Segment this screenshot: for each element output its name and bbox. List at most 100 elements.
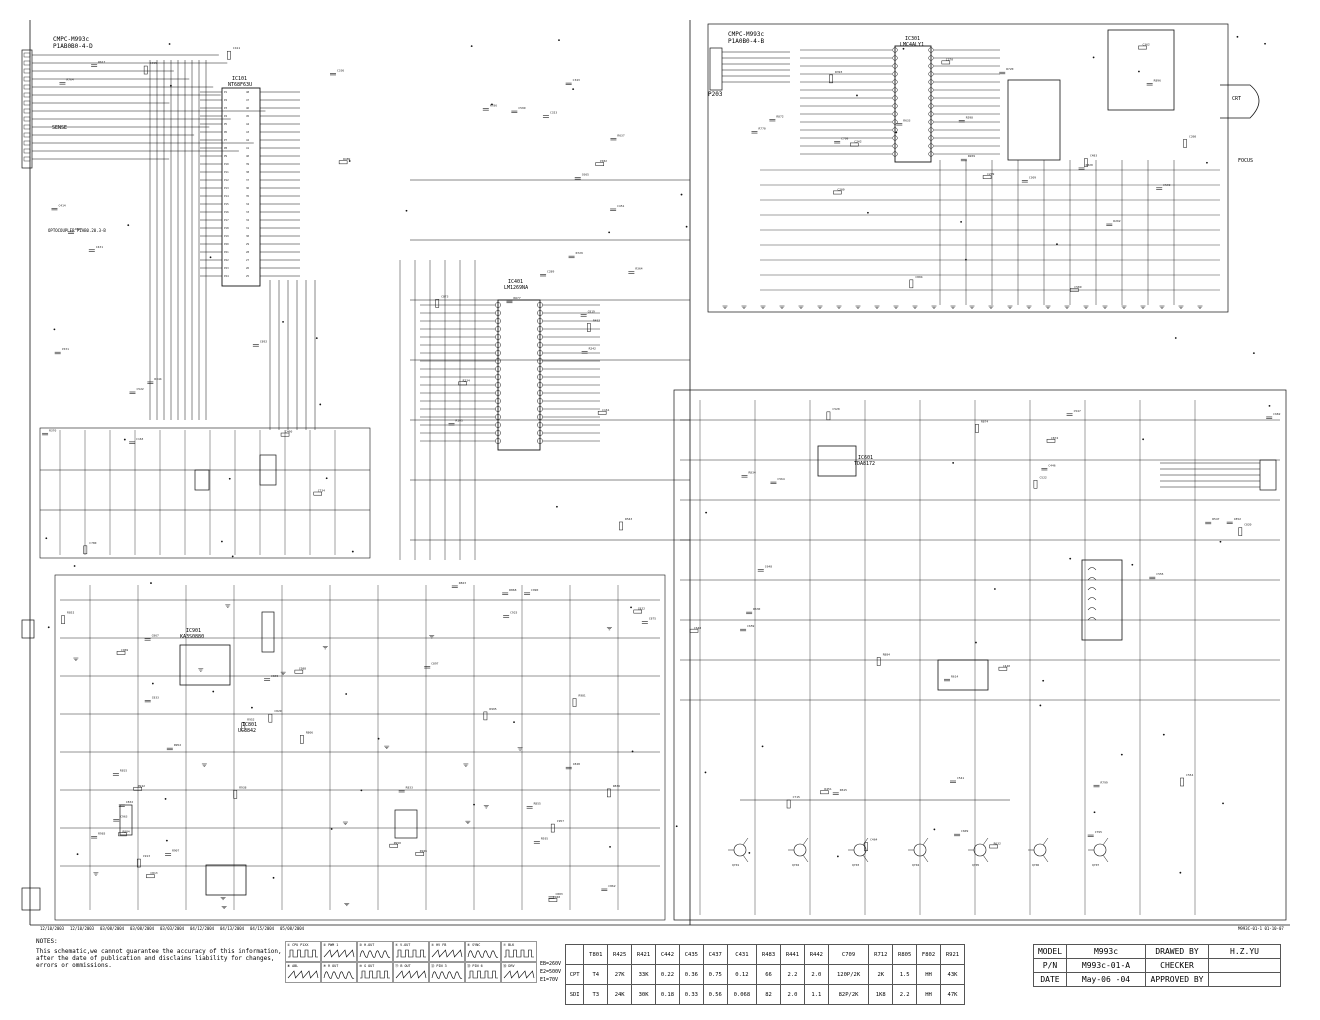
table-header-cell xyxy=(564,944,585,965)
component-label: C464 xyxy=(870,838,877,842)
junction-dot xyxy=(348,160,351,162)
junction-dot xyxy=(558,39,560,42)
notes-block: NOTES: This schematic,we cannot guarante… xyxy=(36,938,282,969)
junction-dot xyxy=(748,852,751,854)
resistor-symbol xyxy=(909,279,914,289)
component-label: C923 xyxy=(510,611,517,615)
resistor-symbol xyxy=(982,175,992,179)
junction-dot xyxy=(933,828,936,831)
component-label: Q705 xyxy=(972,863,979,867)
sense-label: SENSE xyxy=(52,125,68,131)
component-label: R633 xyxy=(903,118,910,122)
junction-dot xyxy=(556,505,558,508)
pin-label: 29 xyxy=(246,242,250,246)
pin-label: P2 xyxy=(224,98,228,102)
resistor-symbol xyxy=(826,411,831,421)
transistor-symbol xyxy=(973,843,987,857)
component-label: R942 xyxy=(138,784,145,788)
voltage-level-e2: E2=500V xyxy=(540,969,562,975)
date-label: DATE xyxy=(1033,972,1067,987)
transistor-symbol xyxy=(733,843,747,857)
component-label: R393 xyxy=(835,70,842,74)
resistor-symbol xyxy=(864,842,868,851)
connector-pin xyxy=(23,76,31,82)
component-label: C990 xyxy=(531,588,538,592)
junction-dot xyxy=(1219,540,1222,543)
component-label: C828 xyxy=(573,762,580,766)
junction-dot xyxy=(209,256,212,259)
pin-circle xyxy=(892,47,898,53)
ic-video-amp xyxy=(1007,79,1061,161)
ic-proc-ref: IC301 xyxy=(905,36,921,42)
table-cell: 47K xyxy=(940,984,965,1005)
pin-label: 48 xyxy=(246,90,250,94)
wire xyxy=(982,854,989,863)
approved-value xyxy=(1208,972,1281,987)
component-label: C323 xyxy=(550,111,557,115)
resistor-symbol xyxy=(786,799,791,809)
component-label: Q701 xyxy=(732,863,739,867)
component-label: R836 xyxy=(613,784,620,788)
resistor-symbol xyxy=(1180,777,1184,787)
resistor-symbol xyxy=(1070,288,1079,292)
transistor-symbol xyxy=(793,843,807,857)
table-header-cell: C442 xyxy=(655,944,680,965)
pin-circle xyxy=(928,135,934,141)
junction-dot xyxy=(165,839,168,842)
line-filter xyxy=(119,804,133,836)
pin-label: P6 xyxy=(224,130,228,134)
pin-circle xyxy=(892,119,898,125)
pin-label: P9 xyxy=(224,154,228,158)
junction-dot xyxy=(473,803,475,806)
table-cell: 27K xyxy=(607,964,633,985)
pin-circle xyxy=(495,334,501,340)
component-label: R452 xyxy=(593,318,600,322)
junction-dot xyxy=(1056,243,1058,246)
component-label: C835 xyxy=(271,674,278,678)
component-label: C867 xyxy=(152,634,159,638)
component-label: C609 xyxy=(961,829,968,833)
junction-dot xyxy=(1179,871,1182,874)
junction-dot xyxy=(405,209,408,212)
model-label: MODEL xyxy=(1033,944,1067,959)
revision-date: 03/08/2004 xyxy=(100,926,125,931)
component-label: C913 xyxy=(143,854,150,858)
pin-circle xyxy=(537,382,543,388)
pin-label: P10 xyxy=(224,162,229,166)
resistor-symbol xyxy=(587,323,591,332)
pin-label: 39 xyxy=(246,162,250,166)
pin-circle xyxy=(892,79,898,85)
pin-circle xyxy=(928,127,934,133)
pin-label: P12 xyxy=(224,178,229,182)
waveform-cell xyxy=(321,941,357,962)
connector-pin xyxy=(23,68,31,74)
pin-circle xyxy=(537,366,543,372)
junction-dot xyxy=(47,626,50,629)
junction-dot xyxy=(1138,70,1140,73)
pin-label: 31 xyxy=(246,226,250,230)
junction-dot xyxy=(952,462,955,464)
component-label: R815 xyxy=(120,769,127,773)
resistor-symbol xyxy=(483,711,488,721)
notes-line: This schematic,we cannot guarantee the a… xyxy=(36,948,282,955)
waveform-label: ⑨ R OUT xyxy=(323,964,338,968)
component-label: C819 xyxy=(588,310,595,314)
junction-dot xyxy=(45,537,48,540)
ic-mcu-body xyxy=(221,87,261,287)
junction-dot xyxy=(491,103,493,106)
component-label: R926 xyxy=(420,849,427,853)
table-header-cell: F802 xyxy=(916,944,941,965)
component-label: R364 xyxy=(635,267,642,271)
junction-dot xyxy=(761,745,764,748)
winding-coil xyxy=(1087,617,1097,621)
junction-dot xyxy=(212,690,215,693)
table-cell: 1K8 xyxy=(868,984,894,1005)
component-label: C832 xyxy=(126,800,133,804)
pin-label: P11 xyxy=(224,170,229,174)
component-label: C820 xyxy=(1244,523,1251,527)
junction-dot xyxy=(1162,733,1165,736)
resistor-symbol xyxy=(268,713,273,723)
power-transformer xyxy=(205,864,247,896)
table-header-cell: R425 xyxy=(607,944,633,965)
